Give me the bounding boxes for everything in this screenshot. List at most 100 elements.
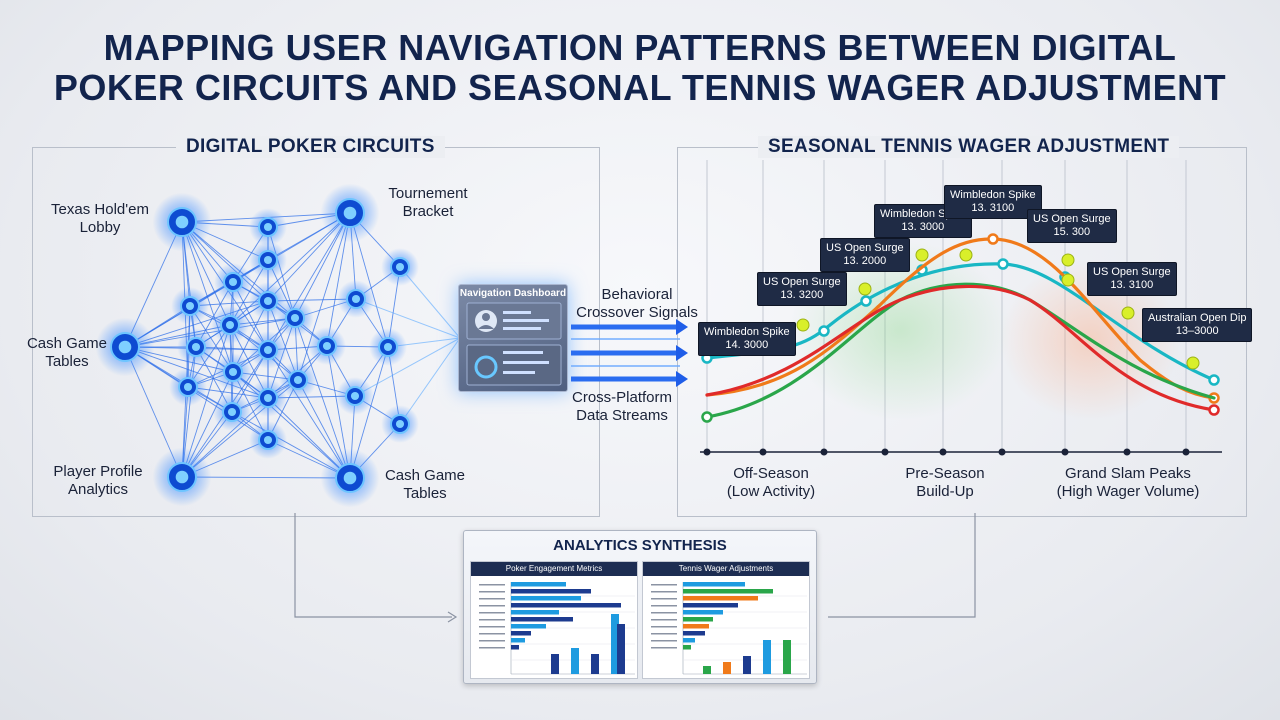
- tennis-ball-icon: [1061, 273, 1075, 287]
- mini-vbar: [783, 640, 791, 674]
- mini-hbar: [511, 610, 559, 615]
- mini-hbar: [511, 603, 621, 608]
- mini-hbar: [511, 596, 581, 601]
- tennis-panel-title: SEASONAL TENNIS WAGER ADJUSTMENT: [758, 136, 1180, 158]
- node-core: [185, 301, 195, 311]
- page-title: MAPPING USER NAVIGATION PATTERNS BETWEEN…: [0, 28, 1280, 108]
- mini-hbar: [511, 624, 546, 629]
- mini-row-label: [651, 612, 677, 614]
- tennis-series-line: [705, 284, 1216, 412]
- mini-row-label: [479, 640, 505, 642]
- tennis-adjustments-title: Tennis Wager Adjustments: [643, 562, 809, 576]
- navigation-dashboard-title: Navigation Dashboard: [459, 288, 567, 299]
- axis-tick: [759, 448, 767, 456]
- tennis-adjustments-chart: Tennis Wager Adjustments: [642, 561, 810, 679]
- node-core: [228, 367, 238, 377]
- node-core: [228, 277, 238, 287]
- mini-hbar: [683, 589, 773, 594]
- axis-tick: [881, 448, 889, 456]
- node-core: [351, 294, 361, 304]
- mini-vbar: [551, 654, 559, 674]
- tennis-ball-icon: [1061, 253, 1075, 267]
- tennis-series-line: [705, 282, 1216, 419]
- node-core: [175, 215, 189, 229]
- phase-grand-slam: Grand Slam Peaks(High Wager Volume): [1056, 465, 1200, 500]
- tennis-ball-icon: [796, 318, 810, 332]
- mini-row-label: [651, 633, 677, 635]
- dashboard-ui-graphic: [466, 302, 562, 386]
- poker-metrics-bars: [479, 582, 635, 675]
- axis-tick: [1123, 448, 1131, 456]
- mini-row-label: [479, 633, 505, 635]
- axis-tick: [1061, 448, 1069, 456]
- node-core: [383, 342, 393, 352]
- mini-hbar: [683, 631, 705, 636]
- mini-vbar: [763, 640, 771, 674]
- mini-row-label: [479, 619, 505, 621]
- mini-hbar: [511, 582, 566, 587]
- mini-row-label: [651, 584, 677, 586]
- mini-row-label: [479, 591, 505, 593]
- mini-row-label: [651, 591, 677, 593]
- title-line-1: MAPPING USER NAVIGATION PATTERNS BETWEEN…: [103, 27, 1177, 68]
- node-core: [183, 382, 193, 392]
- arrow-head: [676, 319, 688, 335]
- mini-row-label: [479, 584, 505, 586]
- axis-tick: [703, 448, 711, 456]
- mini-hbar: [683, 645, 691, 650]
- mini-vbar: [743, 656, 751, 674]
- mini-hbar: [683, 582, 745, 587]
- node-core: [395, 262, 405, 272]
- series-point: [701, 411, 713, 423]
- mini-hbar: [683, 610, 723, 615]
- node-core: [263, 222, 273, 232]
- node-core: [343, 206, 357, 220]
- mini-row-label: [651, 647, 677, 649]
- title-line-2: POKER CIRCUITS AND SEASONAL TENNIS WAGER…: [53, 67, 1227, 108]
- node-core: [293, 375, 303, 385]
- node-core: [118, 340, 132, 354]
- mini-row-label: [479, 612, 505, 614]
- mini-row-label: [651, 640, 677, 642]
- mini-row-label: [479, 647, 505, 649]
- arrow-head: [676, 371, 688, 387]
- arrow-head: [676, 345, 688, 361]
- analytics-synthesis-panel: ANALYTICS SYNTHESIS Poker Engagement Met…: [463, 530, 817, 684]
- axis-tick: [998, 448, 1006, 456]
- series-point: [997, 258, 1009, 270]
- mini-hbar: [511, 631, 531, 636]
- node-core: [227, 407, 237, 417]
- node-core: [263, 393, 273, 403]
- poker-metrics-title: Poker Engagement Metrics: [471, 562, 637, 576]
- axis-tick: [820, 448, 828, 456]
- node-core: [263, 345, 273, 355]
- node-core: [225, 320, 235, 330]
- node-core: [343, 471, 357, 485]
- mini-vbar: [723, 662, 731, 674]
- mini-row-label: [479, 598, 505, 600]
- mini-vbar: [611, 614, 619, 674]
- node-core: [395, 419, 405, 429]
- mini-hbar: [683, 603, 738, 608]
- series-point: [818, 325, 830, 337]
- mini-row-label: [479, 605, 505, 607]
- node-core: [322, 341, 332, 351]
- mini-hbar: [683, 624, 709, 629]
- mini-hbar: [511, 617, 573, 622]
- node-core: [191, 342, 201, 352]
- tennis-ball-icon: [1186, 356, 1200, 370]
- series-point: [1208, 404, 1220, 416]
- tennis-ball-icon: [959, 248, 973, 262]
- node-core: [263, 296, 273, 306]
- tennis-ball-icon: [858, 282, 872, 296]
